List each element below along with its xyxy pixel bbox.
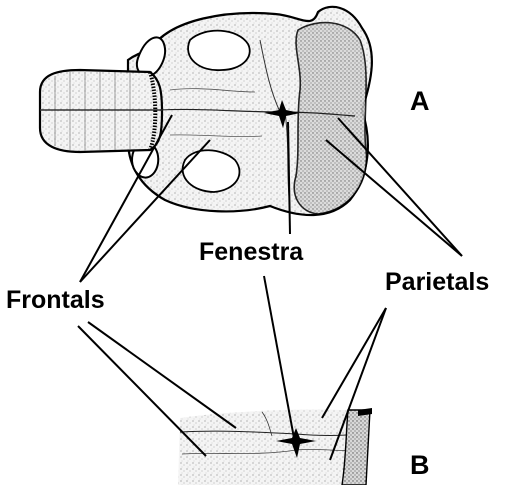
fenestra-label: Fenestra <box>199 240 303 265</box>
panel-b-label: B <box>410 452 430 479</box>
skull-view-a <box>40 7 372 215</box>
frontals-label: Frontals <box>6 288 105 313</box>
skull-strip-b <box>178 409 360 485</box>
panel-a-label: A <box>410 88 430 115</box>
skull-view-b <box>178 408 372 485</box>
snout <box>40 70 162 152</box>
parietal-region-a <box>294 23 366 214</box>
parietals-label: Parietals <box>385 270 489 295</box>
orbit-upper-mid <box>188 31 250 71</box>
orbit-lower-mid <box>183 150 240 192</box>
